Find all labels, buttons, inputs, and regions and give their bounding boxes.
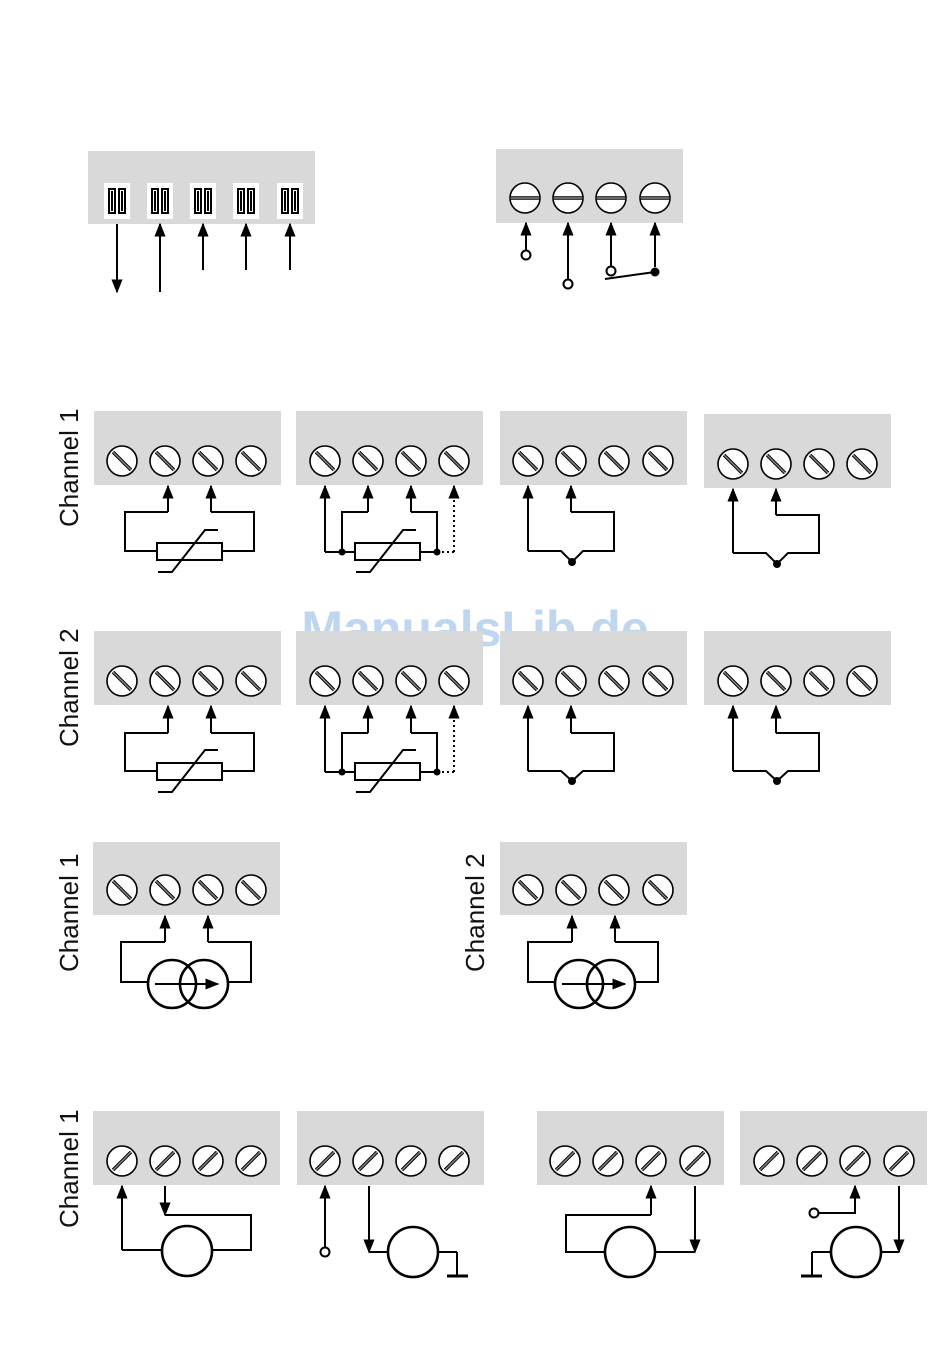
sensor-ch1-a xyxy=(93,1111,280,1276)
rtd-2wire-ch1 xyxy=(94,411,281,572)
channel-label: Channel 2 xyxy=(460,853,490,972)
plug-terminal-block xyxy=(88,151,315,292)
channel-label: Channel 1 xyxy=(54,408,84,527)
current-transformer-ch2 xyxy=(500,842,687,1008)
rtd-2wire-ch2 xyxy=(94,631,281,792)
thermocouple-ch2-a xyxy=(500,631,687,785)
channel-label: Channel 2 xyxy=(54,628,84,747)
thermocouple-ch2-b xyxy=(704,631,891,785)
thermocouple-ch1-b xyxy=(704,414,891,568)
channel-label: Channel 1 xyxy=(54,1109,84,1228)
sensor-ch1-c xyxy=(537,1111,724,1277)
thermocouple-ch1-a xyxy=(500,411,687,566)
rtd-4wire-ch2 xyxy=(296,631,483,792)
rtd-4wire-ch1 xyxy=(296,411,483,572)
relay-terminal-block xyxy=(496,149,683,289)
sensor-ch1-b xyxy=(297,1111,484,1277)
channel-label: Channel 1 xyxy=(54,853,84,972)
current-transformer-ch1 xyxy=(93,842,280,1008)
sensor-ch1-d xyxy=(740,1111,927,1277)
